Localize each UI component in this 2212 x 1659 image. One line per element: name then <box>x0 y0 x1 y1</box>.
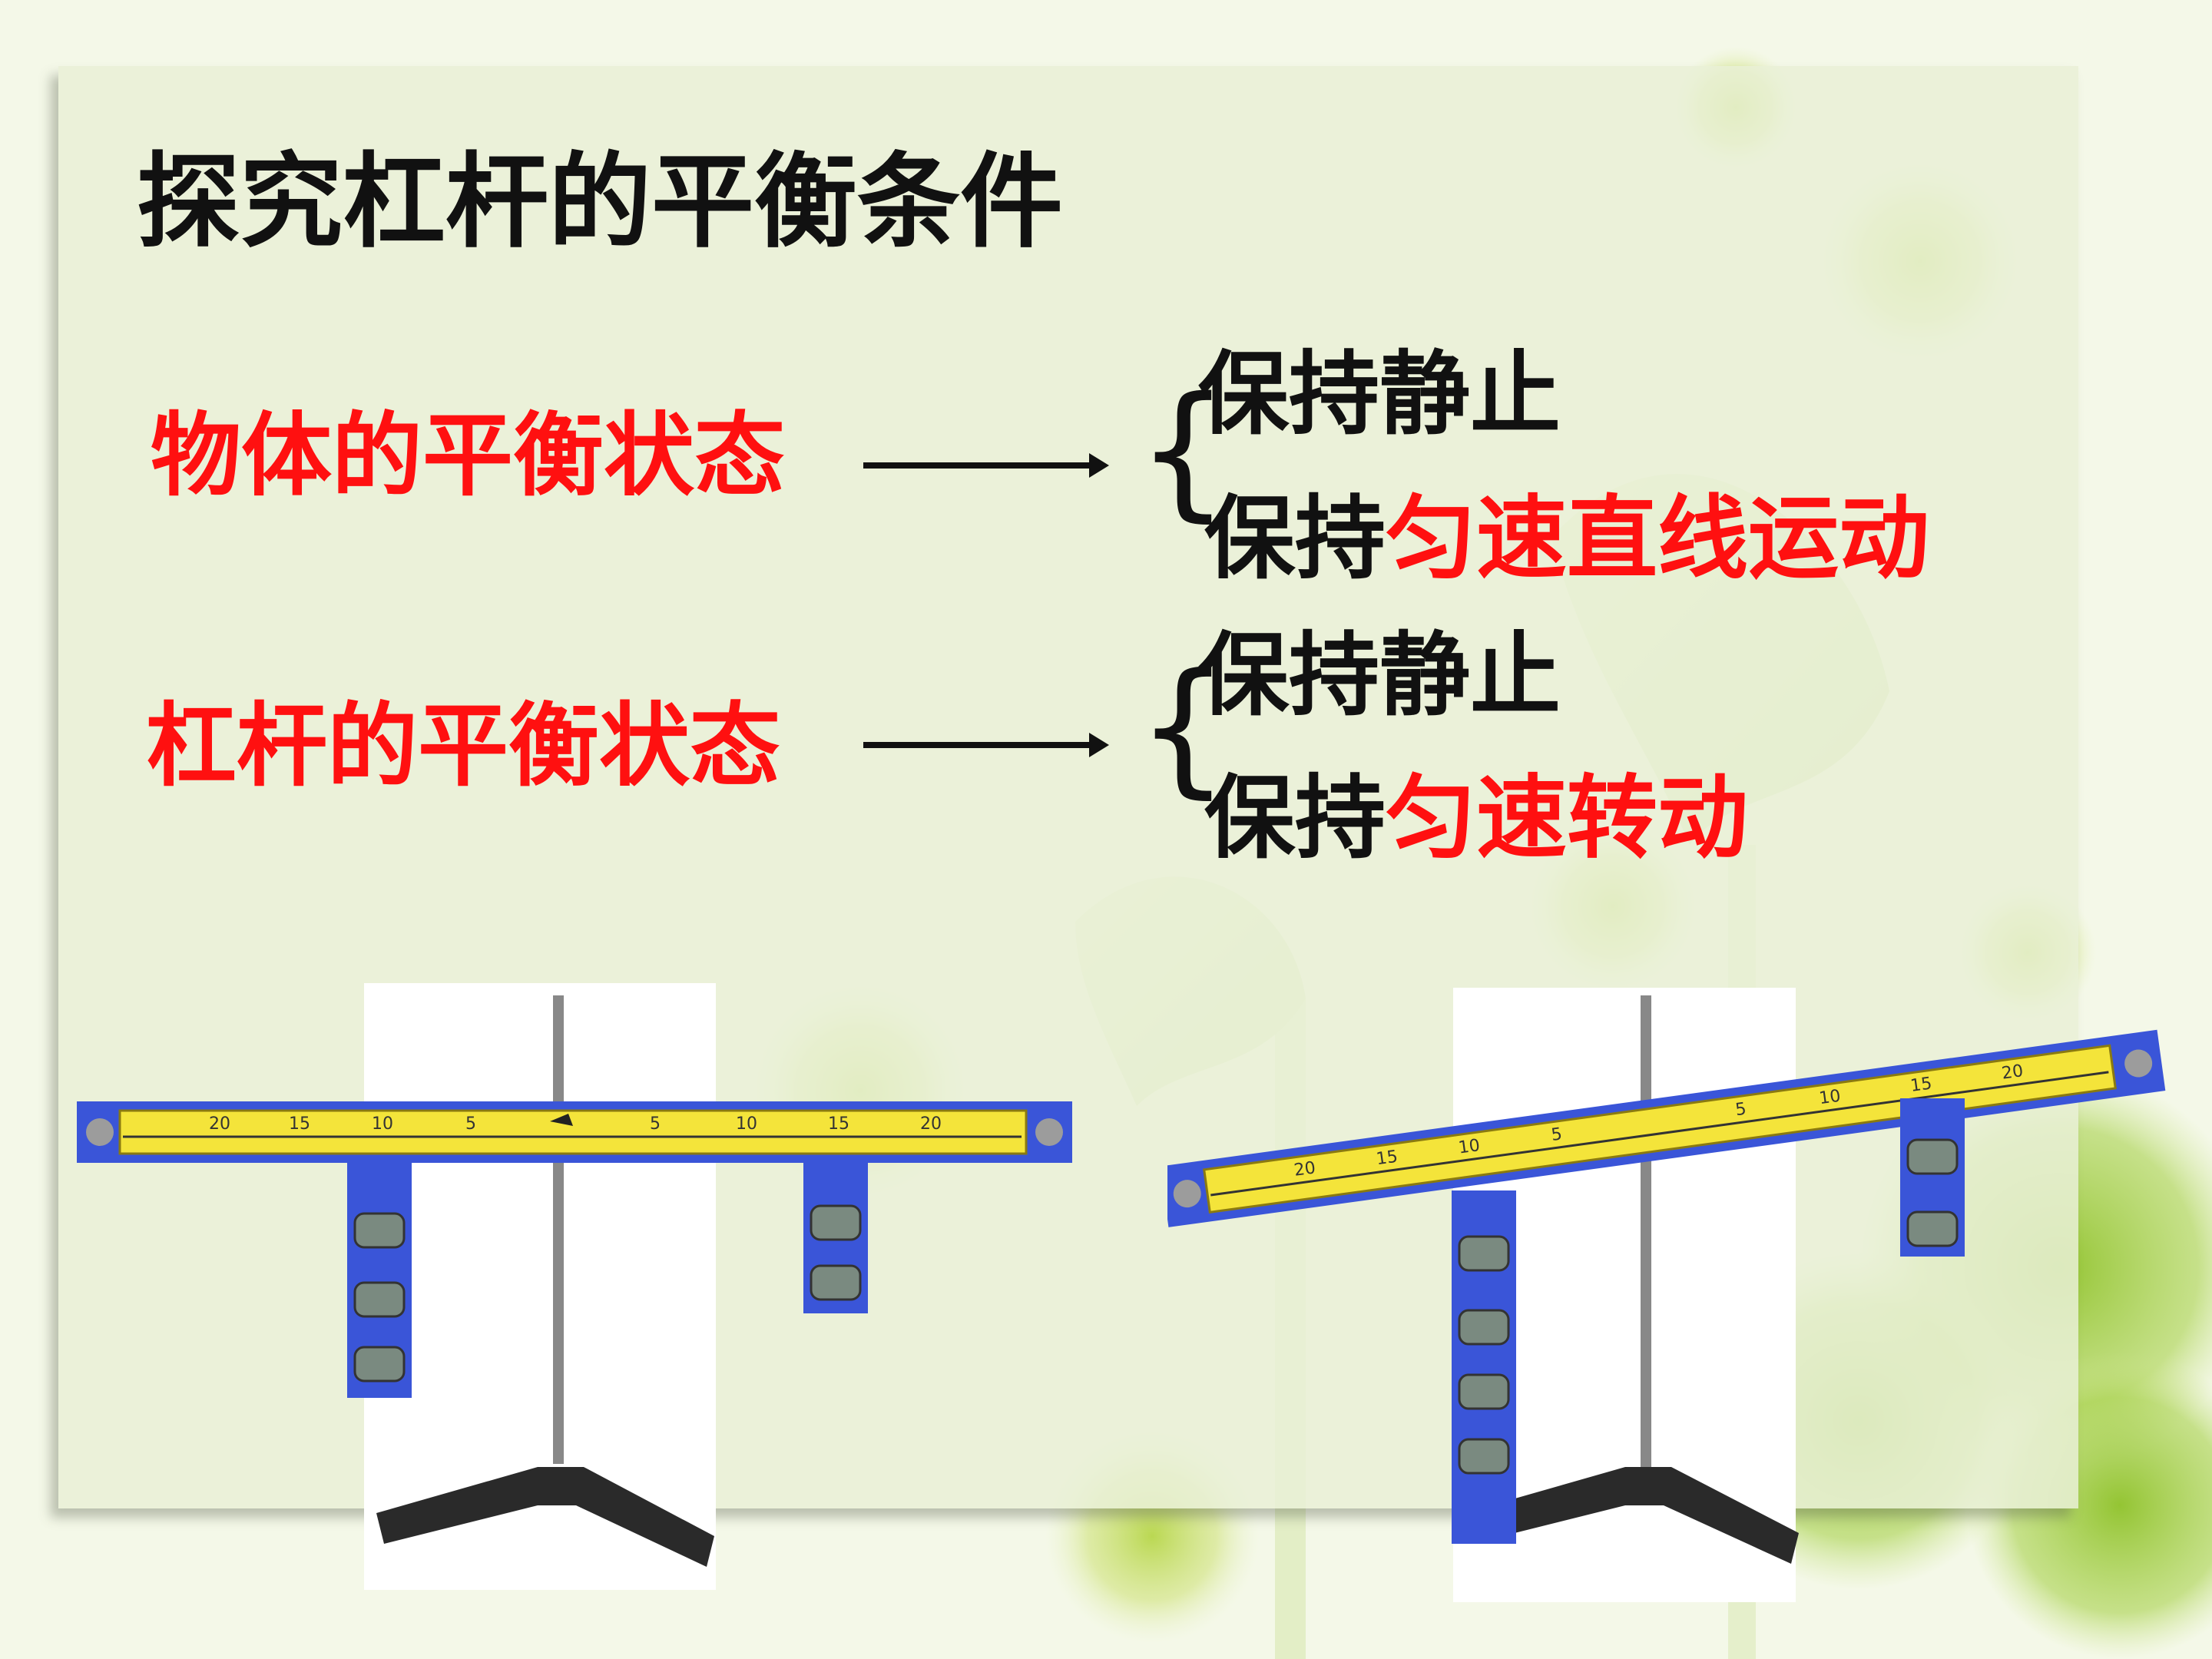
left-brace-icon: { <box>1137 642 1230 812</box>
scale-label: 5 <box>650 1114 661 1134</box>
object-state-item: 保持匀速直线运动 <box>1204 485 1930 591</box>
lever-equilibrium-label: 杠杆的平衡状态 <box>146 693 781 799</box>
left-brace-icon: { <box>1137 366 1230 535</box>
level-lever-figure: 20 15 10 5 5 10 15 20 <box>77 983 1072 1590</box>
scale-labels: 20 15 10 5 5 10 15 20 <box>209 1114 942 1134</box>
tilted-lever-figure: 20 15 10 5 5 10 15 20 <box>1167 988 2166 1602</box>
scale-label: 5 <box>465 1114 476 1134</box>
scale-label: 5 <box>1734 1099 1747 1120</box>
scale-label: 20 <box>209 1114 230 1134</box>
arrow-right-icon <box>863 733 1109 757</box>
scale-label: 20 <box>1293 1158 1316 1181</box>
scale-label: 5 <box>1550 1124 1563 1145</box>
scale-label: 15 <box>828 1114 849 1134</box>
slide-title: 探究杠杆的平衡条件 <box>137 142 1064 262</box>
object-state-item: 保持静止 <box>1198 341 1561 447</box>
scale-label: 15 <box>1375 1147 1399 1170</box>
lever-state-item: 保持静止 <box>1198 622 1561 728</box>
scale-label: 10 <box>1457 1136 1481 1158</box>
lever-state-item: 保持匀速转动 <box>1204 765 1749 871</box>
scale-label: 10 <box>372 1114 393 1134</box>
scale-label: 15 <box>1909 1074 1933 1096</box>
scale-label: 20 <box>2001 1061 2025 1084</box>
scale-label: 10 <box>1818 1087 1842 1109</box>
scale-label: 20 <box>920 1114 942 1134</box>
scale-label: 10 <box>736 1114 757 1134</box>
object-equilibrium-label: 物体的平衡状态 <box>151 402 786 508</box>
arrow-right-icon <box>863 453 1109 478</box>
scale-label: 15 <box>289 1114 310 1134</box>
